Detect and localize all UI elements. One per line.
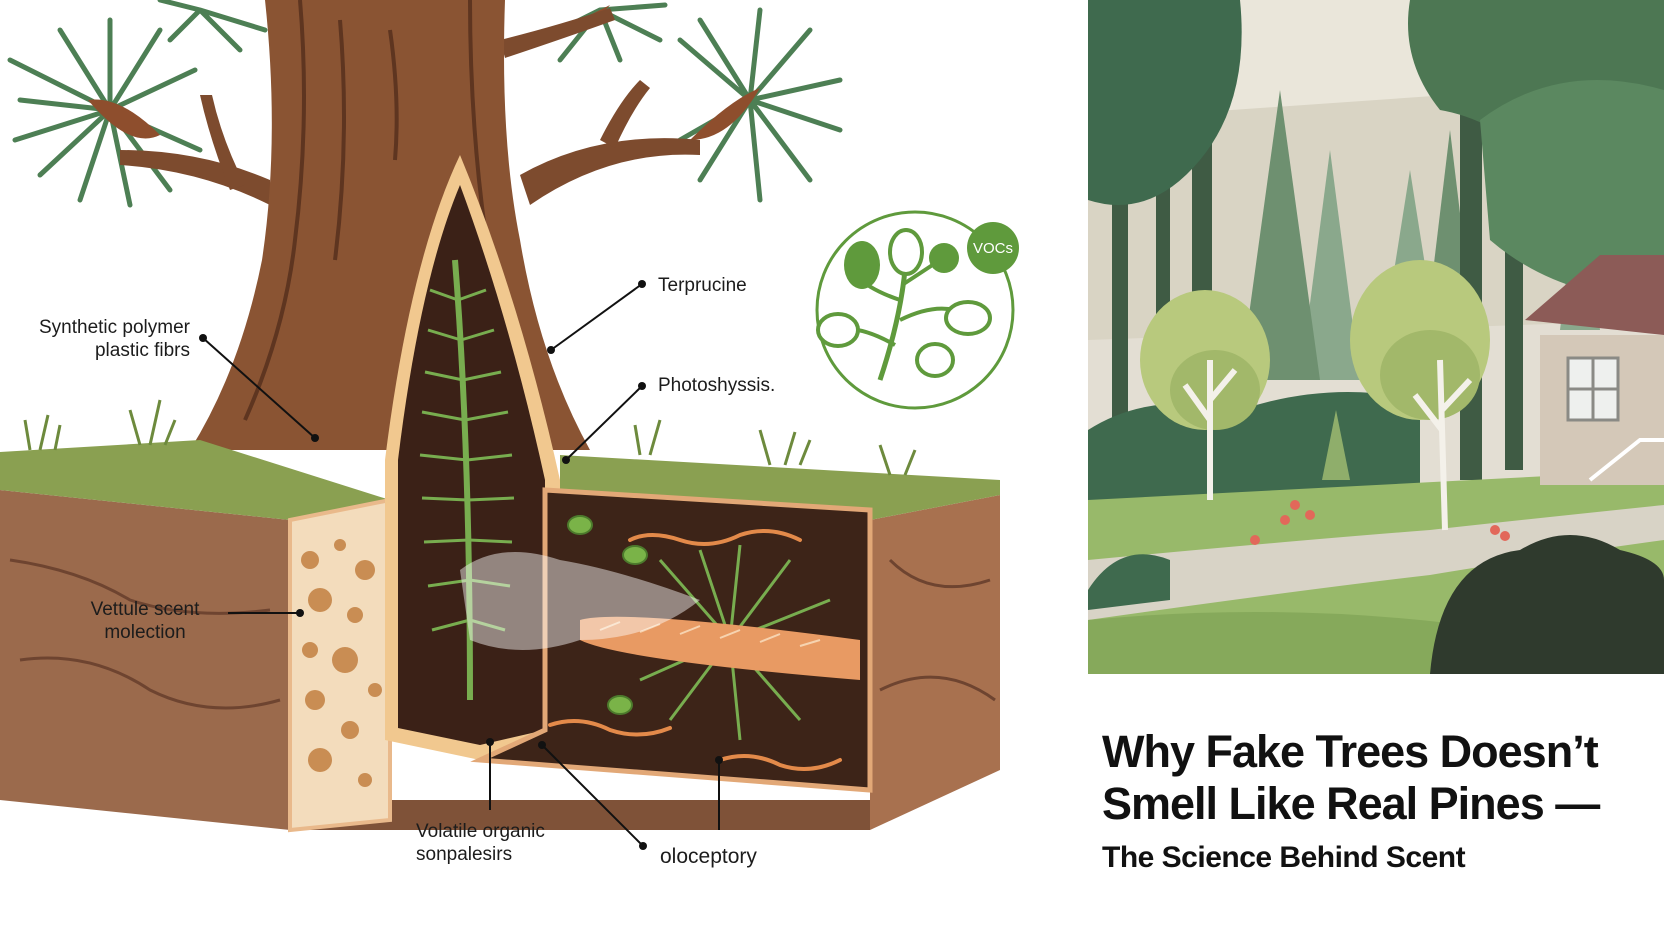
label-volatile-line1: Volatile organic <box>416 821 545 842</box>
label-scent-line1: Vettule scent <box>90 599 200 620</box>
headline-line2: Smell Like Real Pines — <box>1102 778 1600 829</box>
soil-cracks <box>9 558 996 710</box>
leader-lines <box>202 283 720 847</box>
forest-scene <box>1088 0 1664 674</box>
label-synthetic-line2: plastic fibrs <box>94 340 190 361</box>
label-synthetic-polymer: Synthetic polymer plastic fibrs <box>20 316 190 362</box>
grass-left <box>0 440 390 520</box>
leader-dots <box>199 280 723 850</box>
label-terprucine: Terprucine <box>658 275 747 296</box>
pine-needles-right <box>677 7 843 203</box>
vocs-emblem <box>815 210 1019 410</box>
label-scent-line2: molection <box>104 622 186 643</box>
headline-line1: Why Fake Trees Doesn’t <box>1102 726 1599 777</box>
trunk-cavity <box>398 185 545 745</box>
soil-right-face <box>870 495 1000 830</box>
label-volatile-line2: sonpalesirs <box>416 844 513 865</box>
vocs-badge-text: VOCs <box>972 240 1013 257</box>
root-squiggles <box>548 529 842 771</box>
headline-subtitle: The Science Behind Scent <box>1102 841 1466 874</box>
root-stem-marks <box>599 621 821 647</box>
label-photosynthesis: Photoshyssis. <box>658 375 776 396</box>
label-volatile-organic: Volatile organic sonpalesirs <box>416 820 545 866</box>
branches <box>120 8 700 205</box>
tree-diagram <box>0 0 1019 850</box>
needle-sprig <box>419 259 515 701</box>
pine-cone-left <box>88 99 160 139</box>
scent-cloud <box>460 552 700 650</box>
label-scent-molecule: Vettule scent molection <box>60 598 230 644</box>
headline: Why Fake Trees Doesn’t Smell Like Real P… <box>1102 726 1642 878</box>
grass-tufts <box>23 399 917 476</box>
root-stem <box>580 616 860 680</box>
scent-pores <box>301 539 382 787</box>
soil-bottom <box>290 800 870 830</box>
label-olfactory: oloceptory <box>660 845 757 868</box>
soil-front <box>0 490 290 830</box>
pine-cone-right <box>690 88 760 140</box>
green-particles <box>567 515 648 715</box>
label-synthetic-line1: Synthetic polymer <box>38 317 190 338</box>
